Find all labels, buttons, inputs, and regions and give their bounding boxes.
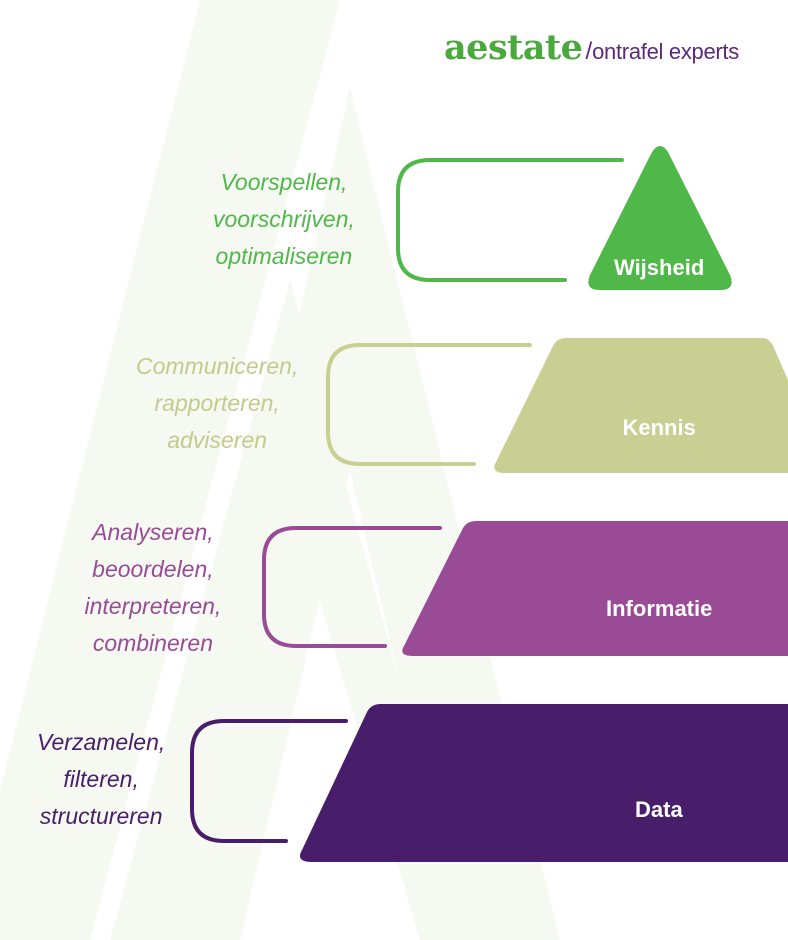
logo-brand: aestate xyxy=(444,27,583,68)
pyramid-tier-informatie xyxy=(402,521,788,656)
logo: aestate / ontrafel experts xyxy=(444,26,739,70)
tier-label-kennis: Kennis xyxy=(622,415,696,440)
watermark-shape-left xyxy=(0,0,340,940)
bracket-data xyxy=(190,719,348,843)
description-line: optimaliseren xyxy=(215,243,353,269)
description-line: filteren, xyxy=(63,766,139,792)
pyramid-tier-wijsheid xyxy=(588,146,732,290)
tier-description-wijsheid: Voorspellen, voorschrijven, optimaliseren xyxy=(213,164,355,275)
bracket-informatie xyxy=(262,526,442,648)
description-line: Voorspellen, xyxy=(220,169,348,195)
bracket-kennis xyxy=(326,343,532,466)
description-line: structureren xyxy=(39,803,163,829)
description-line: adviseren xyxy=(167,427,268,453)
tier-description-kennis: Communiceren, rapporteren, adviseren xyxy=(136,348,298,459)
pyramid-tier-data xyxy=(299,704,788,862)
description-line: Analyseren, xyxy=(92,519,214,545)
tier-label-data: Data xyxy=(635,797,683,822)
bracket-wijsheid xyxy=(396,158,624,282)
description-line: beoordelen, xyxy=(92,556,214,582)
tier-label-informatie: Informatie xyxy=(606,596,713,621)
description-line: rapporteren, xyxy=(154,390,280,416)
tier-description-informatie: Analyseren, beoordelen, interpreteren, comb… xyxy=(85,514,222,662)
description-line: combineren xyxy=(92,630,213,656)
description-line: interpreteren, xyxy=(84,593,222,619)
logo-slash: / xyxy=(585,38,593,65)
tier-label-wijsheid: Wijsheid xyxy=(614,255,705,280)
pyramid-tier-kennis xyxy=(494,338,788,473)
logo-tagline: ontrafel experts xyxy=(592,39,739,64)
description-line: Verzamelen, xyxy=(37,729,166,755)
description-line: Communiceren, xyxy=(136,353,299,379)
description-line: voorschrijven, xyxy=(213,206,355,232)
tier-description-data: Verzamelen, filteren, structureren xyxy=(37,724,165,835)
